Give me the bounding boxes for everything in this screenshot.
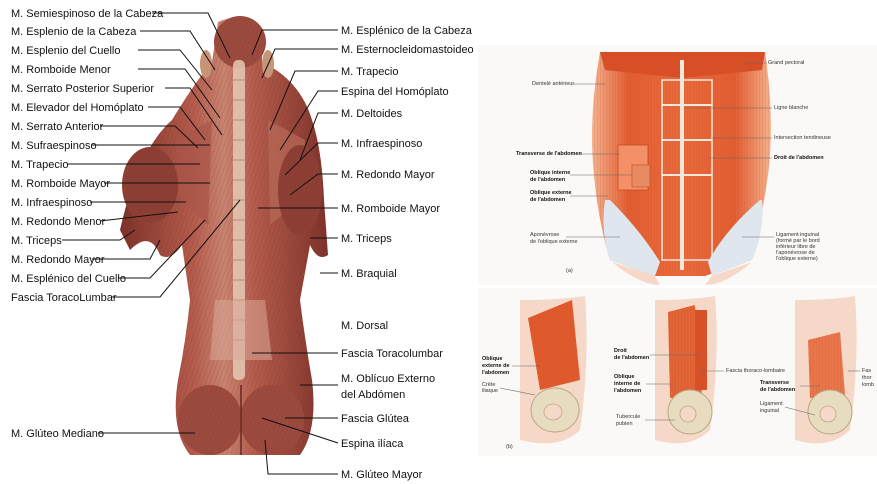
label-b-transverse-2: de l'abdomen <box>760 387 796 393</box>
label-serrato-anterior: M. Serrato Anterior <box>11 121 104 133</box>
label-b-oblique-interne-2: interne de <box>614 381 640 387</box>
label-aponevrose-1: Aponévrose <box>530 232 559 238</box>
label-b-oblique-externe-1: Oblique <box>482 356 502 362</box>
label-b-fascia-thoraco: Fascia thoraco-lombaire <box>726 368 785 374</box>
label-gluteo-mayor: M. Glúteo Mayor <box>341 469 423 481</box>
label-b-tubercule-1: Tubercule <box>616 414 640 420</box>
label-esplenio-cabeza: M. Esplenio de la Cabeza <box>11 26 137 38</box>
label-droit-abdomen: Droit de l'abdomen <box>774 155 824 161</box>
label-romboide-menor: M. Romboide Menor <box>11 64 111 76</box>
label-redondo-menor: M. Redondo Menor <box>11 216 105 228</box>
label-oblique-externe-1: Oblique externe <box>530 190 572 196</box>
label-trapecio-left: M. Trapecio <box>11 159 68 171</box>
label-b-oblique-interne-1: Oblique <box>614 374 634 380</box>
label-b-tubercule-2: pubien <box>616 421 633 427</box>
label-semiespinoso-cabeza: M. Semiespinoso de la Cabeza <box>11 8 164 20</box>
label-aponevrose-2: de l'oblique externe <box>530 239 578 245</box>
label-ligne-blanche: Ligne blanche <box>774 105 808 111</box>
label-grand-pectoral: Grand pectoral <box>768 60 804 66</box>
label-esplenico-cabeza: M. Esplénico de la Cabeza <box>341 25 473 37</box>
label-b-transverse-1: Transverse <box>760 380 789 386</box>
label-fascia-glutea: Fascia Glútea <box>341 413 410 425</box>
label-b-fas-2: thor <box>862 375 872 381</box>
label-espina-homoplato: Espina del Homóplato <box>341 86 449 98</box>
label-b-droit-2: de l'abdomen <box>614 355 650 361</box>
label-espina-iliaca: Espina ilíaca <box>341 438 404 450</box>
label-esternocleidomastoideo: M. Esternocleidomastoideo <box>341 44 474 56</box>
label-trapecio-right: M. Trapecio <box>341 66 398 78</box>
label-romboide-mayor-left: M. Romboide Mayor <box>11 178 110 190</box>
label-b-oblique-externe-2: externe de <box>482 363 510 369</box>
label-b-crete-2: iliaque <box>482 388 498 394</box>
label-b-oblique-externe-3: l'abdomen <box>482 370 510 376</box>
label-oblique-interne-2: de l'abdomen <box>530 177 566 183</box>
panel-b-tag: (b) <box>506 444 513 450</box>
panel-a-tag: (a) <box>566 268 573 274</box>
back-anatomy-illustration <box>120 16 328 455</box>
label-infraespinoso-left: M. Infraespinoso <box>11 197 92 209</box>
label-fascia-toracolumbar-right: Fascia Toracolumbar <box>341 348 443 360</box>
label-b-droit-1: Droit <box>614 348 627 354</box>
label-oblique-externe-2: de l'abdomen <box>530 197 566 203</box>
label-b-ligament-1: Ligament <box>760 401 783 407</box>
label-b-fas-3: lomb <box>862 382 874 388</box>
label-redondo-mayor-right: M. Redondo Mayor <box>341 169 435 181</box>
abdomen-panel-b <box>478 288 877 456</box>
label-serrato-posterior: M. Serrato Posterior Superior <box>11 83 154 95</box>
label-b-fas-1: Fas <box>862 368 871 374</box>
label-infraespinoso-right: M. Infraespinoso <box>341 138 422 150</box>
label-triceps-left: M. Triceps <box>11 235 62 247</box>
label-dorsal: M. Dorsal <box>341 320 388 332</box>
label-transverse-abdomen: Transverse de l'abdomen <box>516 151 582 157</box>
label-sufraespinoso: M. Sufraespinoso <box>11 140 97 152</box>
label-triceps-right: M. Triceps <box>341 233 392 245</box>
label-braquial: M. Braquial <box>341 268 397 280</box>
label-redondo-mayor-left: M. Redondo Mayor <box>11 254 105 266</box>
label-ligament-inguinal-5: l'oblique externe) <box>776 256 818 262</box>
label-esplenio-cuello: M. Esplenio del Cuello <box>11 45 120 57</box>
label-esplenico-cuello: M. Esplénico del Cuello <box>11 273 126 285</box>
label-oblicuo-externo-2: del Abdómen <box>341 389 405 401</box>
label-oblique-interne-1: Oblique interne <box>530 170 570 176</box>
label-gluteo-mediano: M. Glúteo Mediano <box>11 428 104 440</box>
label-dentele-anterieur: Dentelé antérieur <box>532 81 574 87</box>
label-intersection-tendineuse: Intersection tendineuse <box>774 135 831 141</box>
label-b-oblique-interne-3: l'abdomen <box>614 388 642 394</box>
label-romboide-mayor-right: M. Romboide Mayor <box>341 203 440 215</box>
label-oblicuo-externo-1: M. Oblícuo Externo <box>341 373 435 385</box>
label-b-ligament-2: inguinal <box>760 408 779 414</box>
label-deltoides: M. Deltoides <box>341 108 403 120</box>
label-fascia-toracolumbar-left: Fascia ToracoLumbar <box>11 292 117 304</box>
label-elevador-homoplato: M. Elevador del Homóplato <box>11 102 144 114</box>
